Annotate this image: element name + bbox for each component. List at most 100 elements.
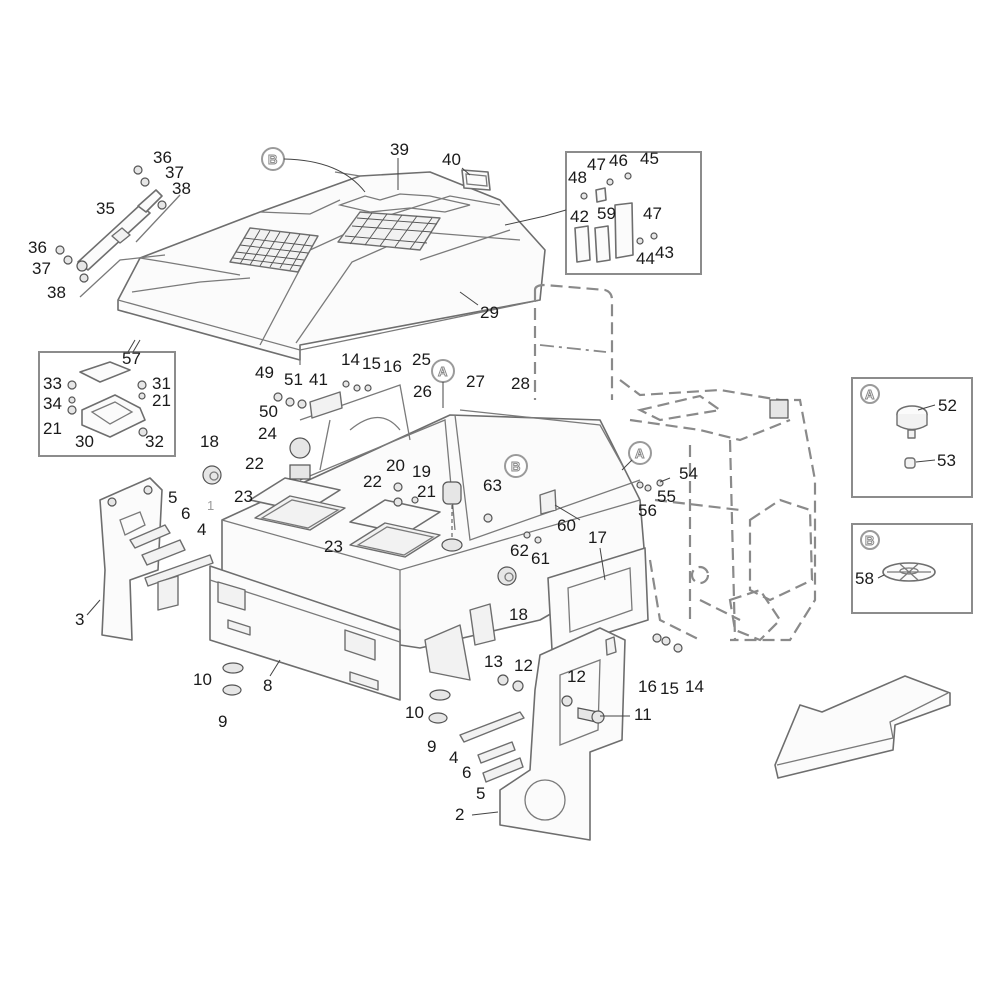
hinge-detail-box bbox=[565, 151, 702, 275]
knob-11[interactable] bbox=[577, 707, 605, 724]
callout-32: 32 bbox=[145, 432, 164, 451]
callout-5b: 5 bbox=[476, 784, 485, 803]
nut-12b[interactable] bbox=[561, 695, 573, 707]
front-panel[interactable] bbox=[209, 565, 401, 701]
callout-25: 25 bbox=[412, 350, 431, 369]
callout-13: 13 bbox=[484, 652, 503, 671]
nut-62[interactable] bbox=[523, 531, 531, 539]
hood-vent-grille bbox=[337, 211, 441, 251]
callout-57: 57 bbox=[122, 349, 141, 368]
callout-37: 37 bbox=[165, 163, 184, 182]
callout-29: 29 bbox=[480, 303, 499, 322]
reference-marker-a: A bbox=[865, 387, 875, 402]
right-side-panel[interactable] bbox=[499, 627, 626, 841]
reference-marker-a-frame: A bbox=[431, 359, 455, 408]
callout-26: 26 bbox=[413, 382, 432, 401]
callout-52: 52 bbox=[938, 396, 957, 415]
callout-44: 44 bbox=[636, 249, 655, 268]
callout-18a: 18 bbox=[200, 432, 219, 451]
callout-47b: 47 bbox=[643, 204, 662, 223]
reference-marker-b-frame: B bbox=[504, 454, 528, 478]
filter-cover-left[interactable] bbox=[249, 477, 346, 531]
callout-22a: 22 bbox=[245, 454, 264, 473]
callout-24: 24 bbox=[258, 424, 277, 443]
plate-41[interactable] bbox=[309, 391, 343, 419]
callout-48: 48 bbox=[568, 168, 587, 187]
callout-30: 30 bbox=[75, 432, 94, 451]
callout-16: 16 bbox=[383, 357, 402, 376]
clip-63[interactable] bbox=[483, 513, 493, 523]
callout-40: 40 bbox=[442, 150, 461, 169]
left-side-panel[interactable] bbox=[99, 477, 163, 641]
nut-13[interactable] bbox=[497, 674, 509, 686]
strut-bolt-top[interactable] bbox=[133, 165, 167, 210]
callout-37b: 37 bbox=[32, 259, 51, 278]
callout-51: 51 bbox=[284, 370, 303, 389]
latch-detail-box bbox=[38, 351, 176, 457]
callout-62: 62 bbox=[510, 541, 529, 560]
bracket-4-right[interactable] bbox=[459, 711, 525, 743]
callout-21c: 21 bbox=[417, 482, 436, 501]
svg-text:A: A bbox=[438, 364, 448, 379]
direction-arrow bbox=[774, 675, 951, 779]
callout-23b: 23 bbox=[324, 537, 343, 556]
callout-59: 59 bbox=[597, 204, 616, 223]
detail-a-box: A bbox=[851, 377, 973, 498]
callout-60: 60 bbox=[557, 516, 576, 535]
callout-10a: 10 bbox=[193, 670, 212, 689]
callout-21b: 21 bbox=[152, 391, 171, 410]
bracket-60[interactable] bbox=[539, 489, 557, 515]
hinge-bracket[interactable] bbox=[424, 603, 496, 681]
callout-18b: 18 bbox=[509, 605, 528, 624]
bracket-5-left[interactable] bbox=[129, 524, 171, 549]
bracket-4-left[interactable] bbox=[144, 554, 214, 611]
detail-b-box: B bbox=[851, 523, 973, 614]
reference-marker-b: B bbox=[865, 533, 874, 548]
gas-strut[interactable] bbox=[76, 189, 163, 272]
grommet-right[interactable] bbox=[497, 566, 517, 586]
callout-14b: 14 bbox=[685, 677, 704, 696]
callout-55: 55 bbox=[657, 487, 676, 506]
mount-right[interactable] bbox=[428, 689, 451, 724]
callout-9b: 9 bbox=[427, 737, 436, 756]
callout-12b: 12 bbox=[567, 667, 586, 686]
reference-marker-a-right: A bbox=[621, 441, 652, 471]
hood-grille-left bbox=[229, 227, 319, 273]
hood[interactable] bbox=[117, 171, 546, 365]
svg-text:B: B bbox=[511, 459, 520, 474]
filter-cover-right[interactable] bbox=[349, 499, 441, 558]
phantom-cab bbox=[533, 283, 817, 642]
callout-14: 14 bbox=[341, 350, 360, 369]
callout-4b: 4 bbox=[449, 748, 458, 767]
mount-left[interactable] bbox=[222, 662, 244, 696]
strut-bolt-bottom[interactable] bbox=[55, 245, 89, 283]
filler-cap[interactable] bbox=[441, 481, 463, 552]
callout-16b: 16 bbox=[638, 677, 657, 696]
bracket-5-right[interactable] bbox=[482, 757, 524, 783]
bracket-6-left[interactable] bbox=[141, 539, 186, 566]
callout-17: 17 bbox=[588, 528, 607, 547]
callout-4a: 4 bbox=[197, 520, 206, 539]
bracket-6-right[interactable] bbox=[477, 741, 516, 764]
callout-15: 15 bbox=[362, 354, 381, 373]
hood-badge[interactable] bbox=[461, 169, 491, 191]
callout-39: 39 bbox=[390, 140, 409, 159]
callout-11: 11 bbox=[634, 705, 652, 724]
callout-23a: 23 bbox=[234, 487, 253, 506]
callout-labels: 36 37 38 35 36 37 38 39 40 29 47 46 45 4… bbox=[28, 140, 957, 824]
svg-text:B: B bbox=[268, 152, 277, 167]
valve[interactable] bbox=[289, 437, 311, 480]
callout-61: 61 bbox=[531, 549, 550, 568]
nut-12[interactable] bbox=[512, 680, 524, 692]
callout-36: 36 bbox=[153, 148, 172, 167]
main-frame[interactable] bbox=[221, 384, 646, 649]
callout-12a: 12 bbox=[514, 656, 533, 675]
grommet-left[interactable] bbox=[202, 465, 222, 485]
callout-36b: 36 bbox=[28, 238, 47, 257]
callout-50: 50 bbox=[259, 402, 278, 421]
bolt-61[interactable] bbox=[534, 536, 542, 544]
svg-text:A: A bbox=[635, 446, 645, 461]
callout-34: 34 bbox=[43, 394, 62, 413]
cover-plate[interactable] bbox=[547, 547, 649, 651]
